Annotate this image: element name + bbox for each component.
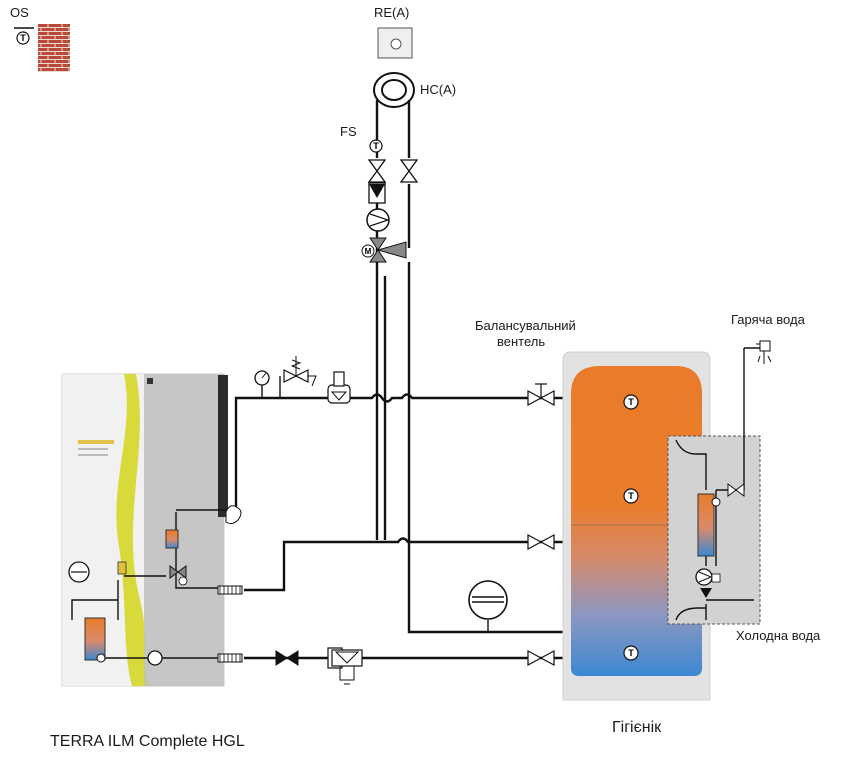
heating-circuit: HC(A) FS [340, 72, 456, 139]
room-unit-label: RE(A) [374, 5, 409, 20]
outdoor-sensor-label: OS [10, 5, 29, 20]
hot-water-label: Гаряча вода [731, 312, 806, 327]
tank-temperature-sensor-top: T [623, 394, 639, 410]
tank-temperature-sensor-middle: T [623, 488, 639, 504]
brick-wall-icon [38, 24, 70, 72]
svg-text:T: T [628, 491, 634, 501]
flexible-hose-icon [217, 585, 243, 595]
flexible-hose-icon [225, 505, 242, 525]
safety-valve-icon [279, 356, 317, 398]
shutoff-valve-icon [527, 649, 555, 667]
balancing-valve-label-line1: Балансувальний [475, 318, 576, 333]
motor-icon: M [365, 247, 372, 256]
svg-text:T: T [628, 648, 634, 658]
shutoff-valve-icon [399, 159, 419, 183]
tank-label: Гігієнік [612, 719, 662, 736]
air-separator-icon [327, 371, 351, 404]
main-pipes [234, 393, 570, 660]
outdoor-sensor: OS T [10, 5, 70, 72]
condenser-icon [84, 617, 106, 661]
svg-text:T: T [20, 33, 26, 43]
balancing-valve-icon [527, 383, 555, 407]
hot-water-outlet: Гаряча вода [731, 312, 806, 364]
expansion-vessel-icon [468, 580, 508, 632]
svg-text:T: T [373, 141, 379, 151]
shower-tap-icon [756, 340, 772, 364]
fresh-water-pump-icon [695, 568, 713, 586]
shutoff-valve-icon [527, 533, 555, 551]
shutoff-valve-icon [727, 483, 745, 497]
circulation-pump-icon [366, 208, 390, 232]
shutoff-valve-icon [367, 159, 387, 183]
heating-circuit-label: HC(A) [420, 82, 456, 97]
temperature-sensor-icon [96, 653, 106, 663]
balancing-valve-label-line2: вентель [497, 334, 545, 349]
heat-pump-label: TERRA ILM Complete HGL [50, 733, 245, 750]
temperature-sensor-icon: T [16, 31, 30, 45]
check-valve-icon [368, 182, 386, 204]
tank-temperature-sensor-bottom: T [623, 645, 639, 661]
pressure-gauge-icon [254, 370, 270, 398]
svg-text:T: T [628, 397, 634, 407]
internal-pump-icon [147, 650, 163, 666]
check-valve-icon [700, 588, 712, 598]
heat-pump-unit [61, 373, 243, 687]
mixing-valve-icon: M [361, 237, 407, 263]
dirt-filter-icon [327, 647, 363, 685]
flow-sensor-label: FS [340, 124, 357, 139]
temperature-sensor-icon [711, 497, 721, 507]
hygienic-tank: T T T [562, 348, 761, 701]
check-valve-icon [275, 650, 299, 666]
internal-heat-exchanger-icon [165, 529, 179, 549]
cold-water-label: Холодна вода [736, 628, 821, 643]
fresh-water-heat-exchanger-icon [697, 493, 715, 557]
room-unit: RE(A) [374, 5, 413, 59]
flexible-hose-icon [217, 653, 243, 663]
flow-temperature-sensor-icon: T [369, 139, 383, 153]
diverter-valve-icon [169, 565, 187, 579]
